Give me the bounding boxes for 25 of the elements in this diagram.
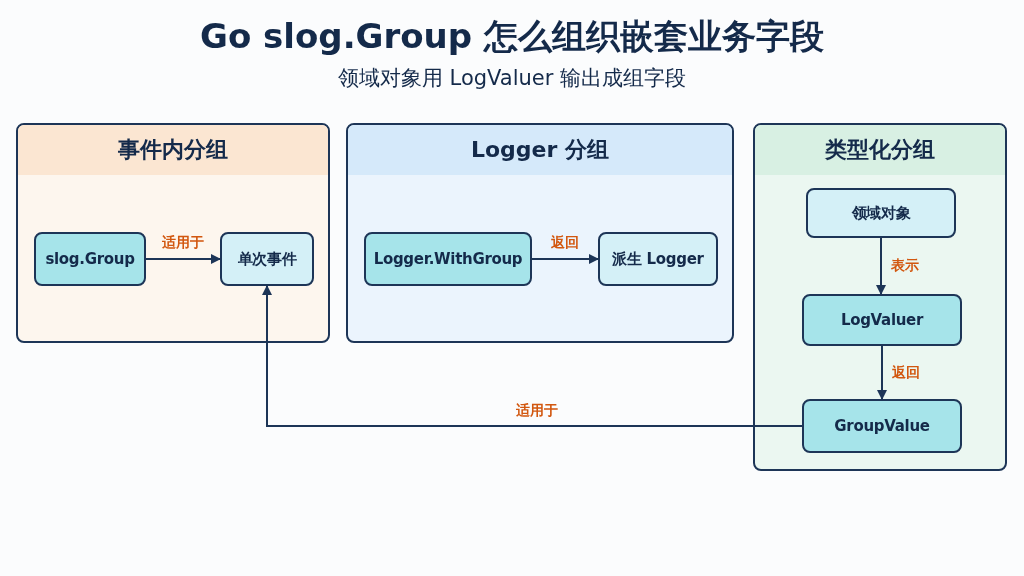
edge-label: 返回 — [551, 234, 579, 252]
group-panel — [346, 123, 734, 343]
edge-label: 适用于 — [515, 402, 558, 420]
edge-label: 适用于 — [162, 234, 204, 252]
arrow — [262, 285, 803, 427]
group-panel — [16, 123, 330, 343]
process-box: LogValuer — [802, 294, 962, 346]
process-box: GroupValue — [802, 399, 962, 453]
process-box: 领域对象 — [806, 188, 956, 238]
edge-label: 返回 — [892, 363, 920, 382]
process-box: 单次事件 — [220, 232, 314, 286]
process-box: slog.Group — [34, 232, 146, 286]
arrow — [531, 254, 599, 264]
arrow — [876, 237, 886, 295]
panel-title: Logger 分组 — [470, 136, 610, 164]
panel-title: 类型化分组 — [825, 136, 935, 164]
title: Go slog.Group 怎么组织嵌套业务字段 — [199, 15, 825, 58]
arrow — [145, 254, 221, 264]
panel-title: 事件内分组 — [118, 136, 228, 164]
edge-label: 表示 — [891, 257, 919, 275]
process-box: 派生 Logger — [598, 232, 718, 286]
subtitle: 领域对象用 LogValuer 输出成组字段 — [336, 65, 688, 92]
arrow — [877, 345, 887, 400]
group-panel — [753, 123, 1007, 471]
process-box: Logger.WithGroup — [364, 232, 532, 286]
